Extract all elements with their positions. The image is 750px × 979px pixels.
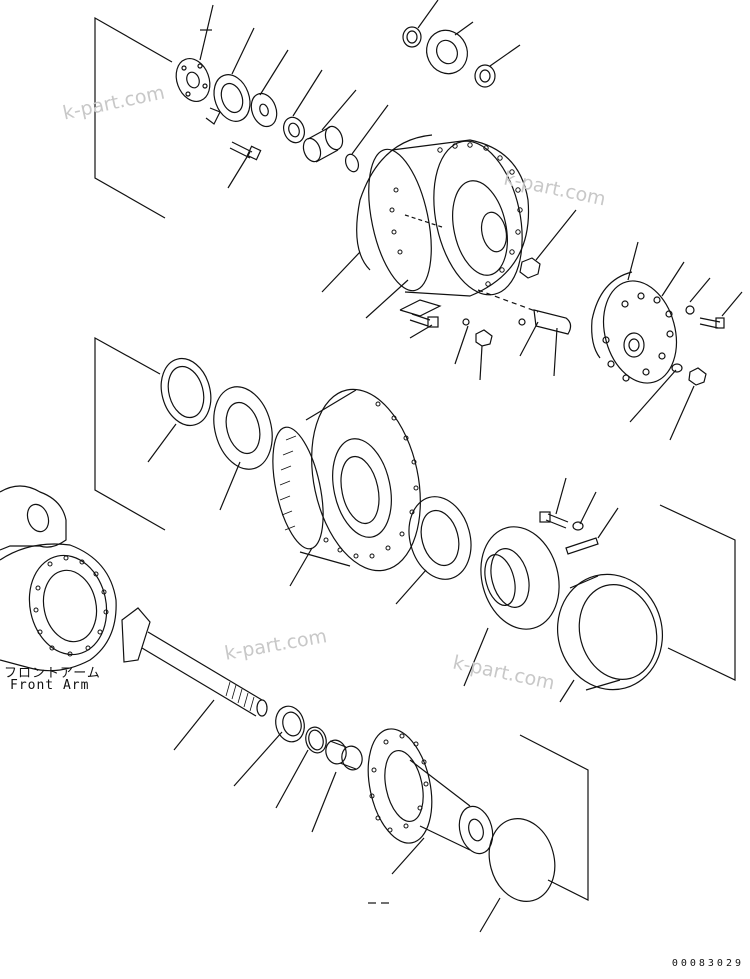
taper-roller-bearing-2 — [408, 496, 472, 580]
front-arm — [0, 485, 117, 672]
shim — [565, 537, 599, 555]
cover-plate — [591, 271, 677, 384]
axle-shaft — [121, 607, 268, 717]
planet-bearing — [213, 74, 251, 122]
cover-bolt — [699, 317, 725, 329]
small-bearing — [283, 116, 305, 144]
o-ring-large — [356, 134, 433, 271]
bushing — [325, 739, 363, 771]
drive-key — [533, 309, 572, 335]
group-bracket-right — [659, 504, 736, 681]
leader-lines-middle — [147, 423, 619, 703]
spindle — [367, 728, 494, 855]
assembly-axis — [477, 289, 539, 313]
taper-roller-bearing — [213, 386, 273, 470]
bottom-assembly-group — [121, 607, 589, 933]
bearing-cup — [160, 357, 212, 427]
washer — [685, 305, 695, 315]
cover-o-ring — [591, 271, 633, 359]
plug-washer — [671, 363, 683, 373]
group-bracket-middle — [94, 336, 166, 531]
group-bracket-top — [94, 16, 173, 219]
hub-nut — [519, 257, 541, 279]
top-assembly-group — [94, 0, 743, 441]
spindle-o-ring — [488, 817, 556, 903]
top-taper-bearing — [402, 26, 496, 88]
planet-carrier — [480, 526, 560, 630]
hub-housing — [368, 139, 530, 297]
snap-ring — [344, 153, 360, 173]
lock-pin — [205, 107, 221, 125]
carrier-bolt — [539, 511, 569, 529]
front-arm-label-en: Front Arm — [10, 678, 90, 693]
carrier-plate — [175, 58, 211, 102]
shaft-o-ring — [305, 726, 327, 754]
dowel-pin — [462, 318, 470, 326]
document-id: 00083029 — [671, 958, 744, 969]
leader-lines-bottom — [173, 699, 501, 933]
carrier-washer — [572, 521, 584, 531]
dowel-pin-2 — [518, 318, 526, 326]
key-plate — [399, 299, 442, 317]
front-arm-label-jp: フロントアーム — [4, 666, 101, 681]
hex-bolt — [229, 141, 262, 161]
housing-bolt — [409, 313, 439, 328]
wheel-hub — [272, 388, 421, 572]
oil-seal — [275, 705, 305, 743]
middle-assembly-group — [94, 336, 736, 703]
drain-plug — [688, 367, 707, 386]
group-bracket-bottom — [519, 734, 589, 901]
ring-gear — [556, 573, 664, 691]
needle-roller-bearing — [302, 125, 344, 163]
leader-lines-top — [199, 0, 743, 441]
thrust-washer — [250, 92, 278, 128]
housing-nut — [475, 329, 493, 347]
